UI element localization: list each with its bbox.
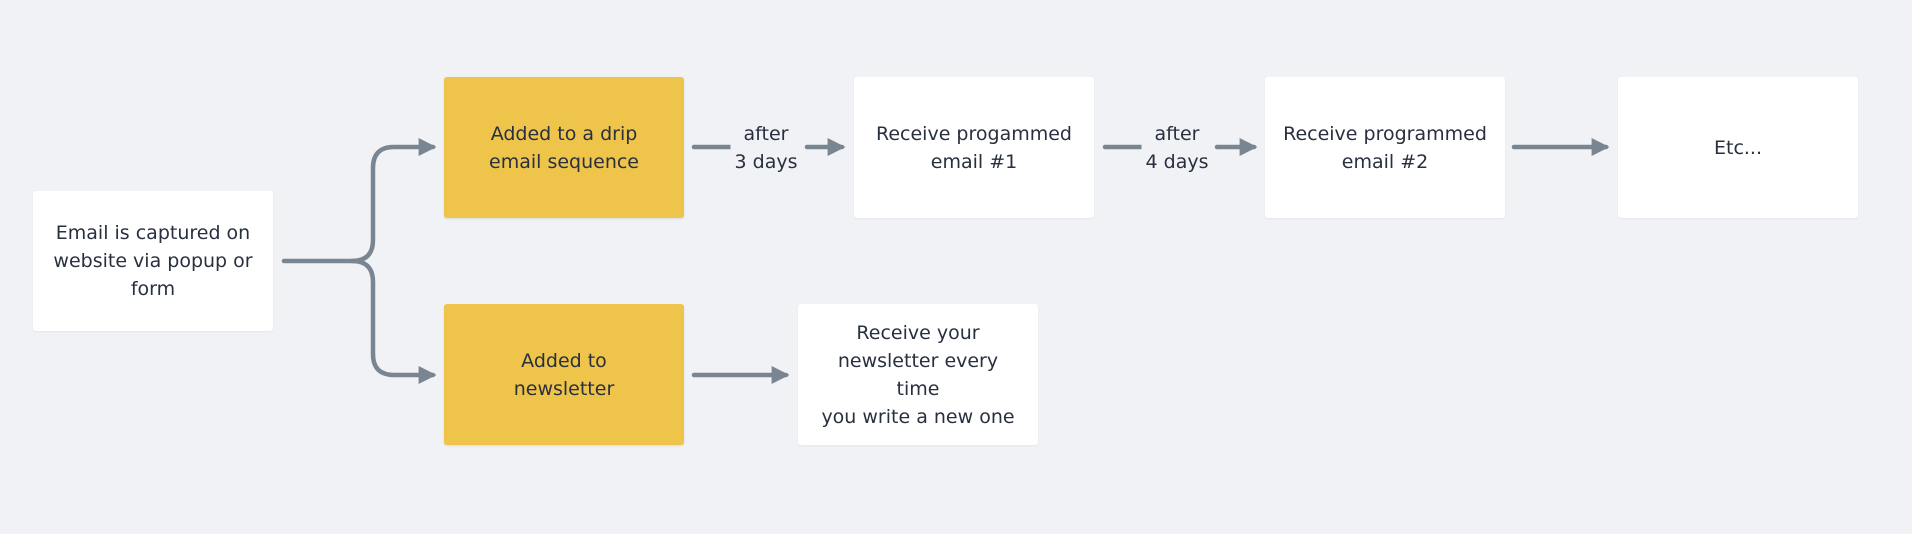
node-receive-email-1[interactable]: Receive progammed email #1 [854, 77, 1094, 218]
node-added-to-newsletter[interactable]: Added to newsletter [444, 304, 684, 445]
node-receive-email-2[interactable]: Receive programmed email #2 [1265, 77, 1505, 218]
node-email-captured[interactable]: Email is captured on website via popup o… [33, 191, 273, 331]
edge-label-after-4-days: after 4 days [1141, 120, 1213, 176]
node-added-to-drip[interactable]: Added to a drip email sequence [444, 77, 684, 218]
edge-capture-to-newsletter [349, 258, 437, 384]
node-receive-newsletter[interactable]: Receive your newsletter every time you w… [798, 304, 1038, 445]
edge-capture-to-drip [281, 138, 437, 264]
edge-label-after-3-days: after 3 days [730, 120, 802, 176]
node-etc[interactable]: Etc... [1618, 77, 1858, 218]
